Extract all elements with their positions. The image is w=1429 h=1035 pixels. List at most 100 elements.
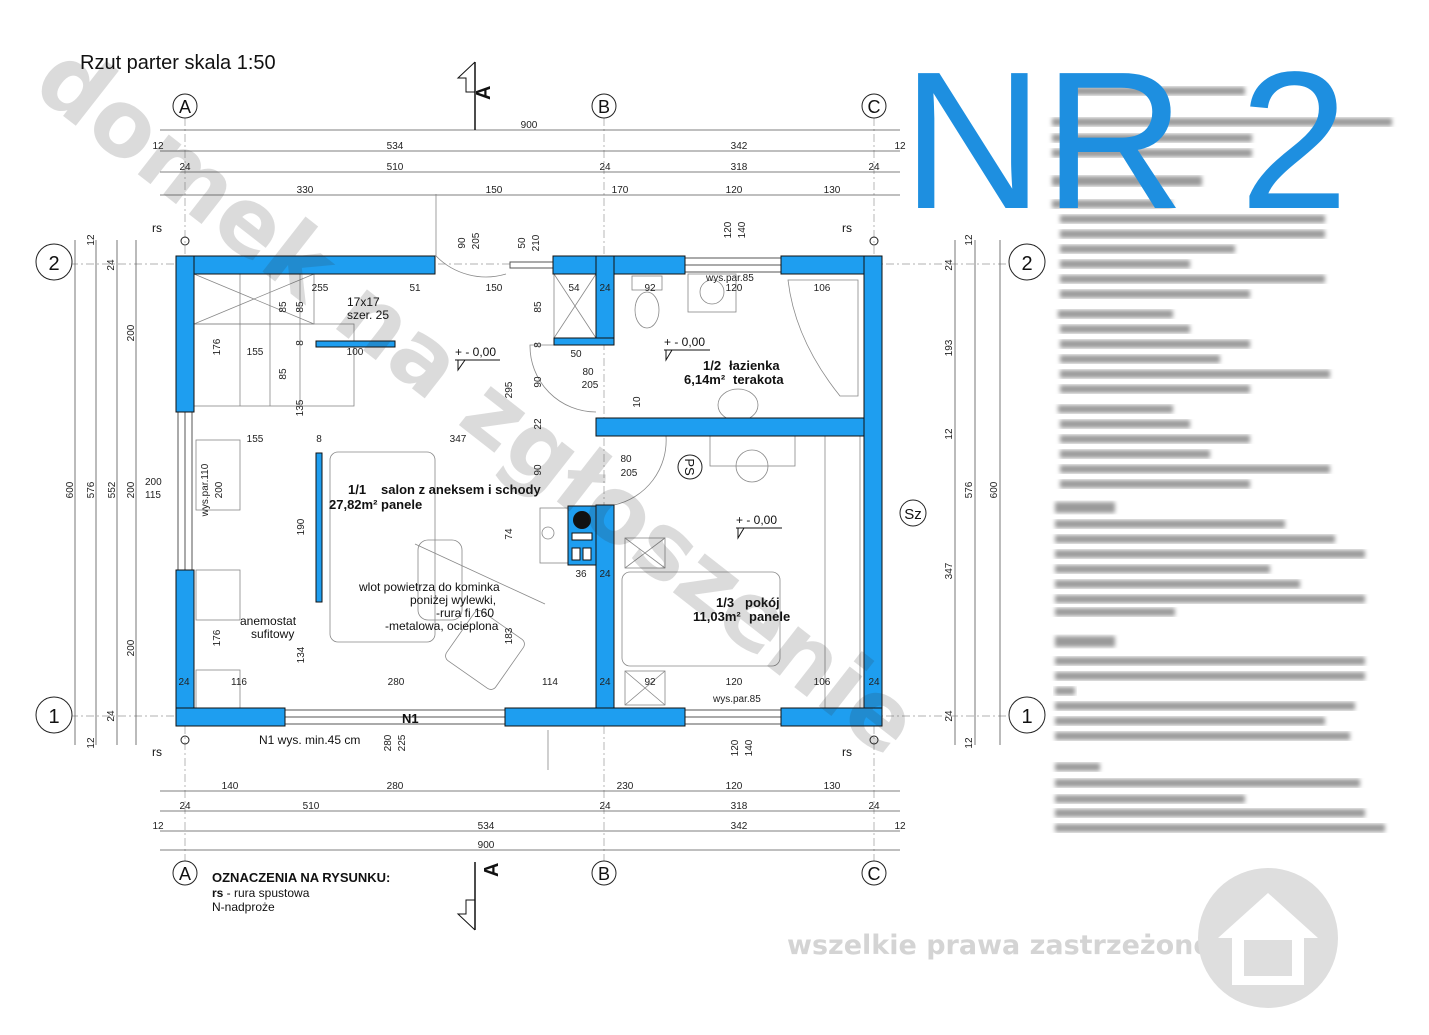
svg-text:120: 120 bbox=[723, 221, 734, 238]
svg-text:1/3: 1/3 bbox=[716, 595, 734, 610]
svg-text:576: 576 bbox=[86, 481, 97, 498]
svg-text:36: 36 bbox=[575, 569, 587, 580]
svg-text:6,14m²: 6,14m² bbox=[684, 372, 726, 387]
svg-text:24: 24 bbox=[599, 162, 611, 173]
svg-text:22: 22 bbox=[533, 418, 544, 430]
axis-c-top: C bbox=[861, 93, 887, 119]
svg-text:170: 170 bbox=[612, 185, 629, 196]
svg-text:24: 24 bbox=[868, 162, 880, 173]
svg-text:106: 106 bbox=[814, 677, 831, 688]
svg-text:140: 140 bbox=[744, 739, 755, 756]
svg-text:190: 190 bbox=[296, 518, 307, 535]
svg-text:116: 116 bbox=[231, 677, 247, 688]
svg-text:90: 90 bbox=[533, 464, 544, 476]
svg-text:54: 54 bbox=[568, 283, 580, 294]
svg-text:225: 225 bbox=[397, 734, 408, 751]
svg-text:1: 1 bbox=[48, 706, 59, 728]
svg-text:12: 12 bbox=[964, 234, 975, 246]
svg-text:80: 80 bbox=[620, 454, 632, 465]
svg-text:24: 24 bbox=[178, 677, 190, 688]
svg-text:8: 8 bbox=[295, 340, 306, 346]
svg-text:C: C bbox=[868, 97, 881, 117]
svg-text:50: 50 bbox=[517, 237, 528, 249]
svg-text:576: 576 bbox=[964, 481, 975, 498]
axis-1-left: 1 bbox=[35, 696, 73, 734]
svg-text:rs: rs bbox=[842, 221, 852, 235]
axis-2-right: 2 bbox=[1008, 243, 1046, 281]
svg-text:600: 600 bbox=[989, 481, 1000, 498]
svg-text:50: 50 bbox=[570, 349, 582, 360]
svg-text:330: 330 bbox=[297, 185, 314, 196]
svg-text:130: 130 bbox=[824, 781, 841, 792]
svg-text:183: 183 bbox=[504, 627, 515, 644]
svg-text:900: 900 bbox=[478, 840, 495, 851]
svg-text:74: 74 bbox=[504, 528, 515, 540]
svg-text:domek na zgłoszenie: domek na zgłoszenie bbox=[16, 23, 938, 777]
svg-text:1/2: 1/2 bbox=[703, 358, 721, 373]
svg-text:8: 8 bbox=[533, 342, 544, 348]
svg-text:155: 155 bbox=[247, 347, 264, 358]
svg-text:230: 230 bbox=[617, 781, 634, 792]
svg-text:wlot powietrza do kominka: wlot powietrza do kominka bbox=[358, 580, 500, 594]
svg-text:510: 510 bbox=[303, 801, 320, 812]
axis-b-top: B bbox=[591, 93, 617, 119]
dimensions-right: 12 24 193 12 347 576 600 24 12 bbox=[944, 234, 1000, 749]
sz-marker: Sz bbox=[899, 499, 927, 527]
svg-text:24: 24 bbox=[599, 677, 611, 688]
svg-text:510: 510 bbox=[387, 162, 404, 173]
svg-text:280: 280 bbox=[388, 677, 405, 688]
svg-text:12: 12 bbox=[86, 737, 97, 749]
svg-text:11,03m²: 11,03m² bbox=[693, 609, 741, 624]
svg-text:150: 150 bbox=[486, 185, 503, 196]
svg-text:24: 24 bbox=[179, 801, 191, 812]
svg-text:600: 600 bbox=[65, 481, 76, 498]
svg-text:255: 255 bbox=[312, 283, 329, 294]
svg-text:106: 106 bbox=[814, 283, 831, 294]
legend: OZNACZENIA NA RYSUNKU: rs - rura spustow… bbox=[212, 870, 390, 914]
svg-text:280: 280 bbox=[387, 781, 404, 792]
svg-text:12: 12 bbox=[894, 821, 906, 832]
svg-text:85: 85 bbox=[295, 301, 306, 313]
svg-text:rs - rura spustowa: rs - rura spustowa bbox=[212, 886, 310, 900]
svg-text:salon z aneksem i schody: salon z aneksem i schody bbox=[381, 482, 541, 497]
svg-text:120: 120 bbox=[726, 185, 743, 196]
svg-text:51: 51 bbox=[409, 283, 421, 294]
svg-text:panele: panele bbox=[749, 609, 790, 624]
svg-text:24: 24 bbox=[944, 259, 955, 271]
svg-text:120: 120 bbox=[726, 677, 743, 688]
svg-text:205: 205 bbox=[471, 232, 482, 249]
svg-text:552: 552 bbox=[107, 481, 118, 498]
dimension-lines bbox=[74, 129, 1001, 851]
svg-text:120: 120 bbox=[726, 781, 743, 792]
svg-text:+ - 0,00: + - 0,00 bbox=[455, 345, 496, 359]
svg-text:155: 155 bbox=[247, 434, 264, 445]
svg-text:poniżej wylewki,: poniżej wylewki, bbox=[410, 593, 496, 607]
walls bbox=[175, 255, 883, 727]
svg-text:12: 12 bbox=[964, 737, 975, 749]
svg-text:10: 10 bbox=[632, 396, 643, 408]
svg-text:A: A bbox=[481, 863, 503, 877]
ps-marker: PS bbox=[677, 454, 703, 480]
svg-text:92: 92 bbox=[644, 677, 656, 688]
svg-text:-rura fi 160: -rura fi 160 bbox=[436, 606, 494, 620]
svg-text:łazienka: łazienka bbox=[729, 358, 780, 373]
svg-text:wys.par.85: wys.par.85 bbox=[705, 273, 754, 284]
svg-text:2: 2 bbox=[48, 253, 59, 275]
dimensions-top: 900 534 342 12 12 510 318 24 24 24 330 1… bbox=[152, 120, 906, 196]
svg-text:318: 318 bbox=[731, 162, 748, 173]
svg-text:-metalowa, ocieplona: -metalowa, ocieplona bbox=[385, 619, 499, 633]
svg-text:12: 12 bbox=[152, 821, 164, 832]
axis-a-bottom: A bbox=[172, 860, 198, 886]
room-pokoj: 1/3 pokój 11,03m² panele bbox=[693, 595, 790, 624]
svg-text:176: 176 bbox=[212, 629, 223, 646]
svg-text:anemostat: anemostat bbox=[240, 614, 297, 628]
svg-text:PS: PS bbox=[682, 458, 697, 476]
section-marker-top: A bbox=[456, 61, 495, 130]
axis-markers: A B C A B C 2 1 2 1 Sz PS bbox=[35, 93, 1046, 886]
svg-text:342: 342 bbox=[731, 141, 748, 152]
dimensions-inner: 255 51 150 85 85 17x17 szer. 25 8 176 15… bbox=[178, 221, 880, 756]
svg-text:342: 342 bbox=[731, 821, 748, 832]
svg-text:347: 347 bbox=[450, 434, 467, 445]
windows bbox=[177, 257, 782, 725]
home-logo-icon bbox=[1198, 868, 1338, 1008]
